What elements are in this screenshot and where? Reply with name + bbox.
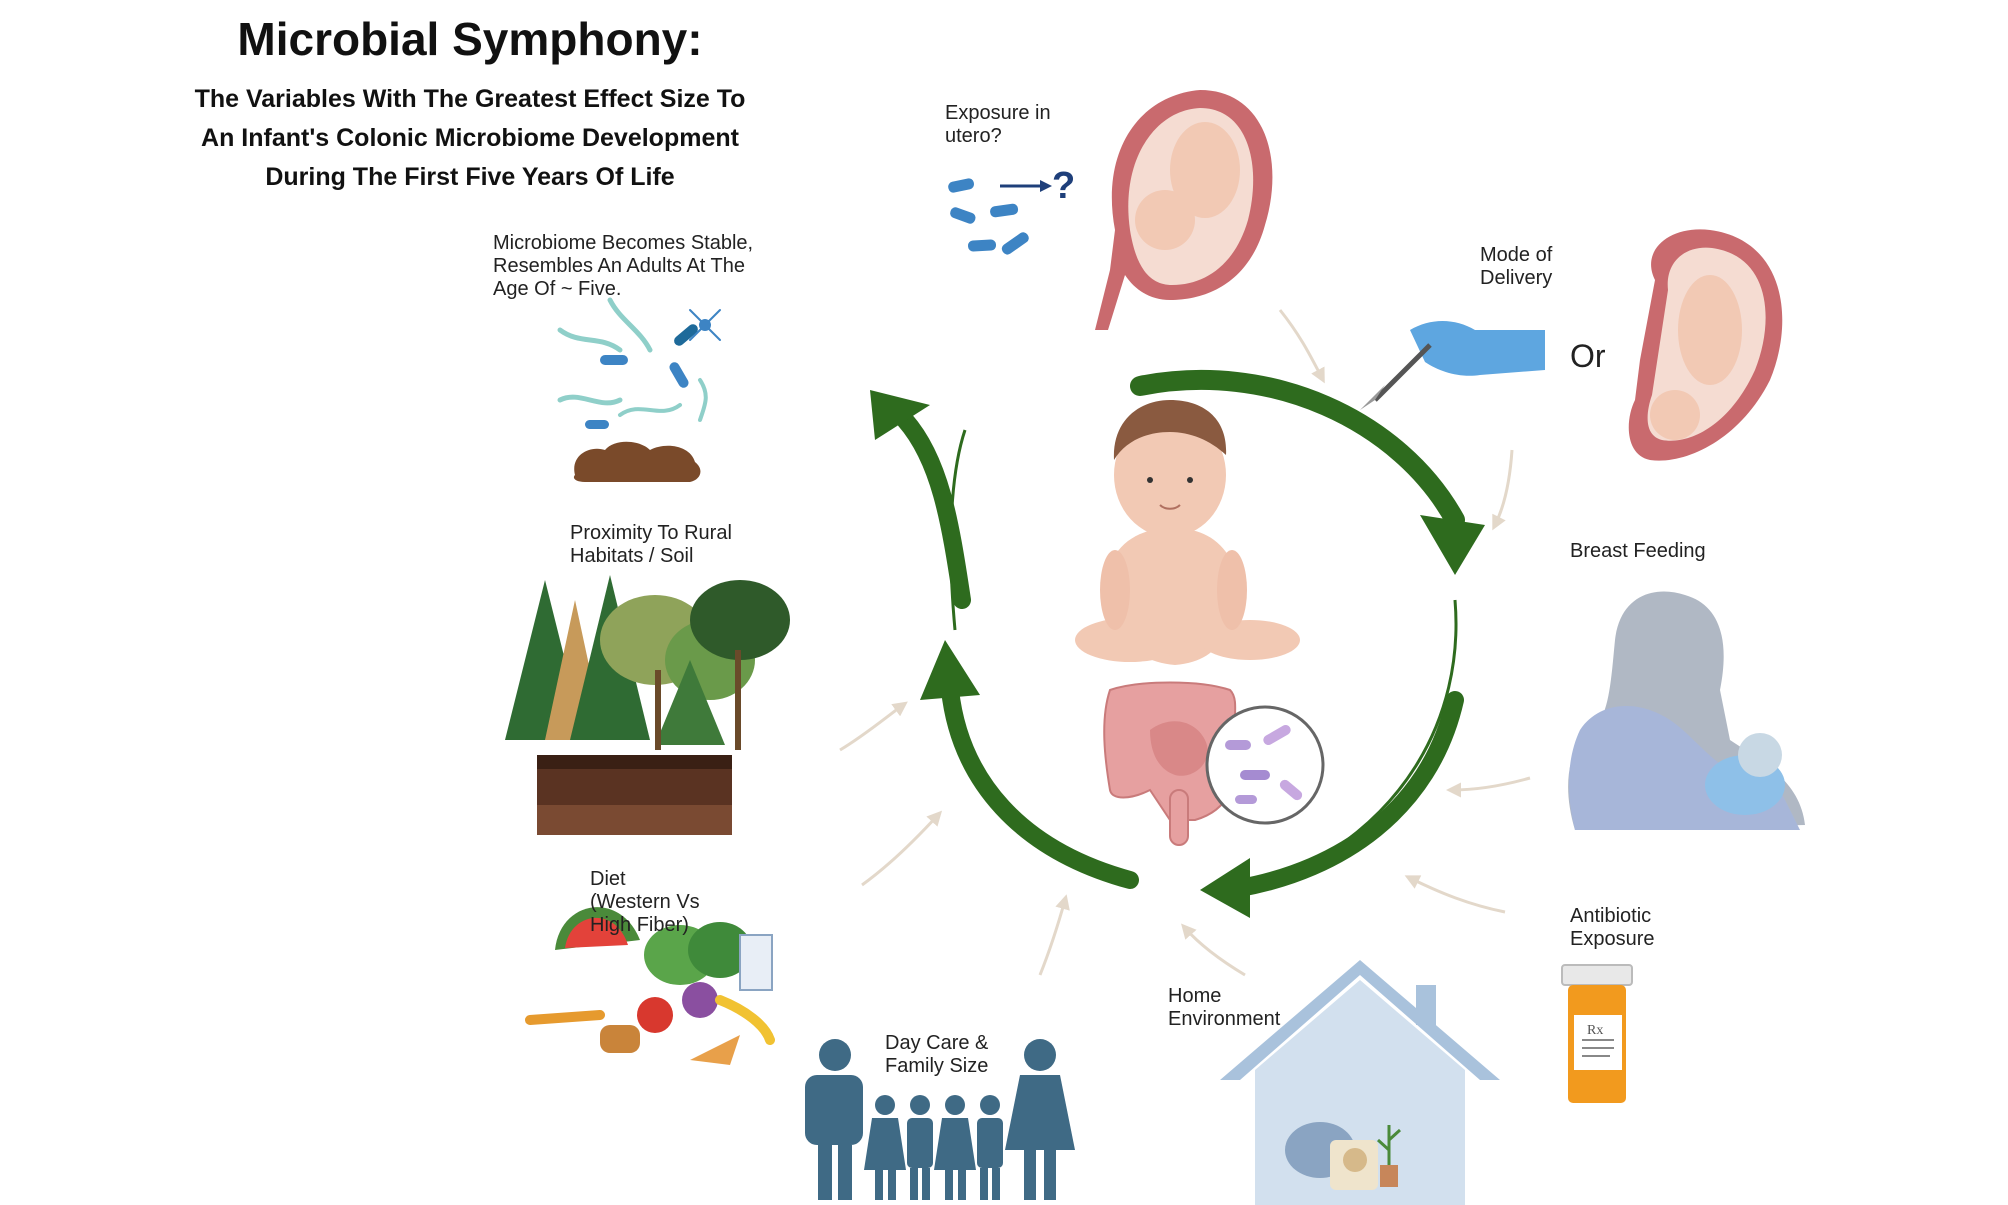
svg-text:Rx: Rx <box>1587 1023 1603 1038</box>
intestine-icon <box>1103 681 1238 846</box>
label-line: Environment <box>1168 1008 1281 1030</box>
label-stable-microbiome: Microbiome Becomes Stable, Resembles An … <box>493 232 753 301</box>
feeder-arrows <box>839 309 1531 977</box>
pill-bottle-icon: Rx <box>1561 964 1633 1103</box>
label-breast-feeding: Breast Feeding <box>1570 540 1706 563</box>
label-or: Or <box>1570 338 1606 374</box>
cycle-arrows <box>870 369 1485 918</box>
page-subtitle: The Variables With The Greatest Effect S… <box>140 80 800 197</box>
bacteria-icon <box>948 178 1029 255</box>
cycle-arrow-left-lower <box>920 640 1139 889</box>
page-title: Microbial Symphony: <box>237 13 703 65</box>
stable-bacteria-icon <box>557 297 721 429</box>
baby-icon <box>1075 400 1300 665</box>
label-line: Delivery <box>1480 267 1553 289</box>
food-icon <box>525 907 775 1065</box>
label-line: Age Of ~ Five. <box>493 278 622 300</box>
question-mark-icon: ? <box>1052 165 1075 207</box>
label-line: Exposure <box>1570 928 1655 950</box>
breastfeeding-mother-icon <box>1568 591 1805 830</box>
label-diet: Diet (Western Vs High Fiber) <box>590 868 700 937</box>
label-line: Mode of <box>1480 244 1553 266</box>
scalpel-hand-icon <box>1360 321 1545 410</box>
label-line: Home <box>1168 985 1222 1007</box>
cycle-arrow-right <box>1130 369 1485 575</box>
forest-icon <box>505 575 790 750</box>
microscope-bacteria-icon <box>1205 705 1325 825</box>
label-line: Proximity To Rural <box>570 522 732 544</box>
family-icon <box>805 1039 1075 1200</box>
cycle-arrow-bottom <box>1200 691 1464 918</box>
label-home-environment: Home Environment <box>1168 985 1280 1031</box>
soil-icon <box>537 755 732 835</box>
label-line: Antibiotic <box>1570 905 1652 927</box>
stool-icon <box>573 441 701 482</box>
label-line: Exposure in <box>945 102 1051 124</box>
label-daycare-family: Day Care & Family Size <box>885 1032 988 1078</box>
subtitle-line: An Infant's Colonic Microbiome Developme… <box>201 124 739 152</box>
question-arrow-icon <box>1000 180 1052 192</box>
label-line: (Western Vs <box>590 891 700 913</box>
label-rural-proximity: Proximity To Rural Habitats / Soil <box>570 522 732 568</box>
label-line: Microbiome Becomes Stable, <box>493 232 754 254</box>
house-icon <box>1220 960 1500 1205</box>
label-mode-of-delivery: Mode of Delivery <box>1480 244 1552 290</box>
subtitle-line: The Variables With The Greatest Effect S… <box>194 85 746 113</box>
label-line: Day Care & <box>885 1032 989 1054</box>
label-line: Habitats / Soil <box>570 545 694 567</box>
subtitle-line: During The First Five Years Of Life <box>265 163 675 191</box>
fetus-icon <box>1095 90 1273 330</box>
label-antibiotic-exposure: Antibiotic Exposure <box>1570 905 1655 951</box>
label-exposure-utero: Exposure in utero? <box>945 102 1051 148</box>
label-line: Breast Feeding <box>1570 540 1706 562</box>
label-line: Family Size <box>885 1055 989 1077</box>
label-line: High Fiber) <box>590 914 689 936</box>
fetus-headdown-icon <box>1628 229 1783 461</box>
cycle-arrow-left-upper <box>870 390 971 609</box>
label-line: Diet <box>590 868 626 890</box>
label-line: Resembles An Adults At The <box>493 255 746 277</box>
label-line: utero? <box>945 125 1002 147</box>
